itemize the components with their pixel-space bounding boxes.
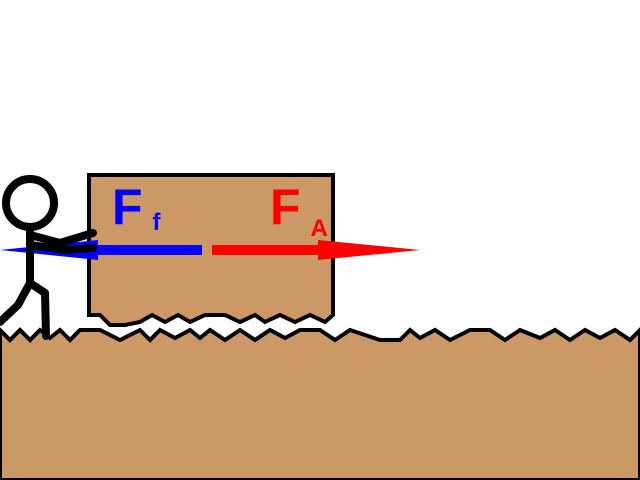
stick-person-arm-lower <box>26 241 97 254</box>
box <box>87 173 335 327</box>
ground <box>0 327 640 480</box>
applied-force-arrow <box>212 240 420 260</box>
stick-person-head <box>2 175 58 231</box>
applied-force-label: F A <box>270 179 328 242</box>
friction-symbol: F <box>112 179 143 235</box>
friction-subscript: f <box>152 209 161 236</box>
applied-arrow-head <box>318 240 420 260</box>
stick-person-leg-front <box>26 279 50 340</box>
friction-force-label: F f <box>112 179 161 236</box>
applied-arrow-shaft <box>212 245 320 255</box>
stick-person <box>0 175 97 340</box>
friction-arrow-shaft <box>85 245 202 255</box>
applied-subscript: A <box>310 215 327 242</box>
applied-symbol: F <box>270 179 301 235</box>
stick-person-leg-back <box>0 279 34 326</box>
stick-person-arm-upper <box>26 229 97 247</box>
